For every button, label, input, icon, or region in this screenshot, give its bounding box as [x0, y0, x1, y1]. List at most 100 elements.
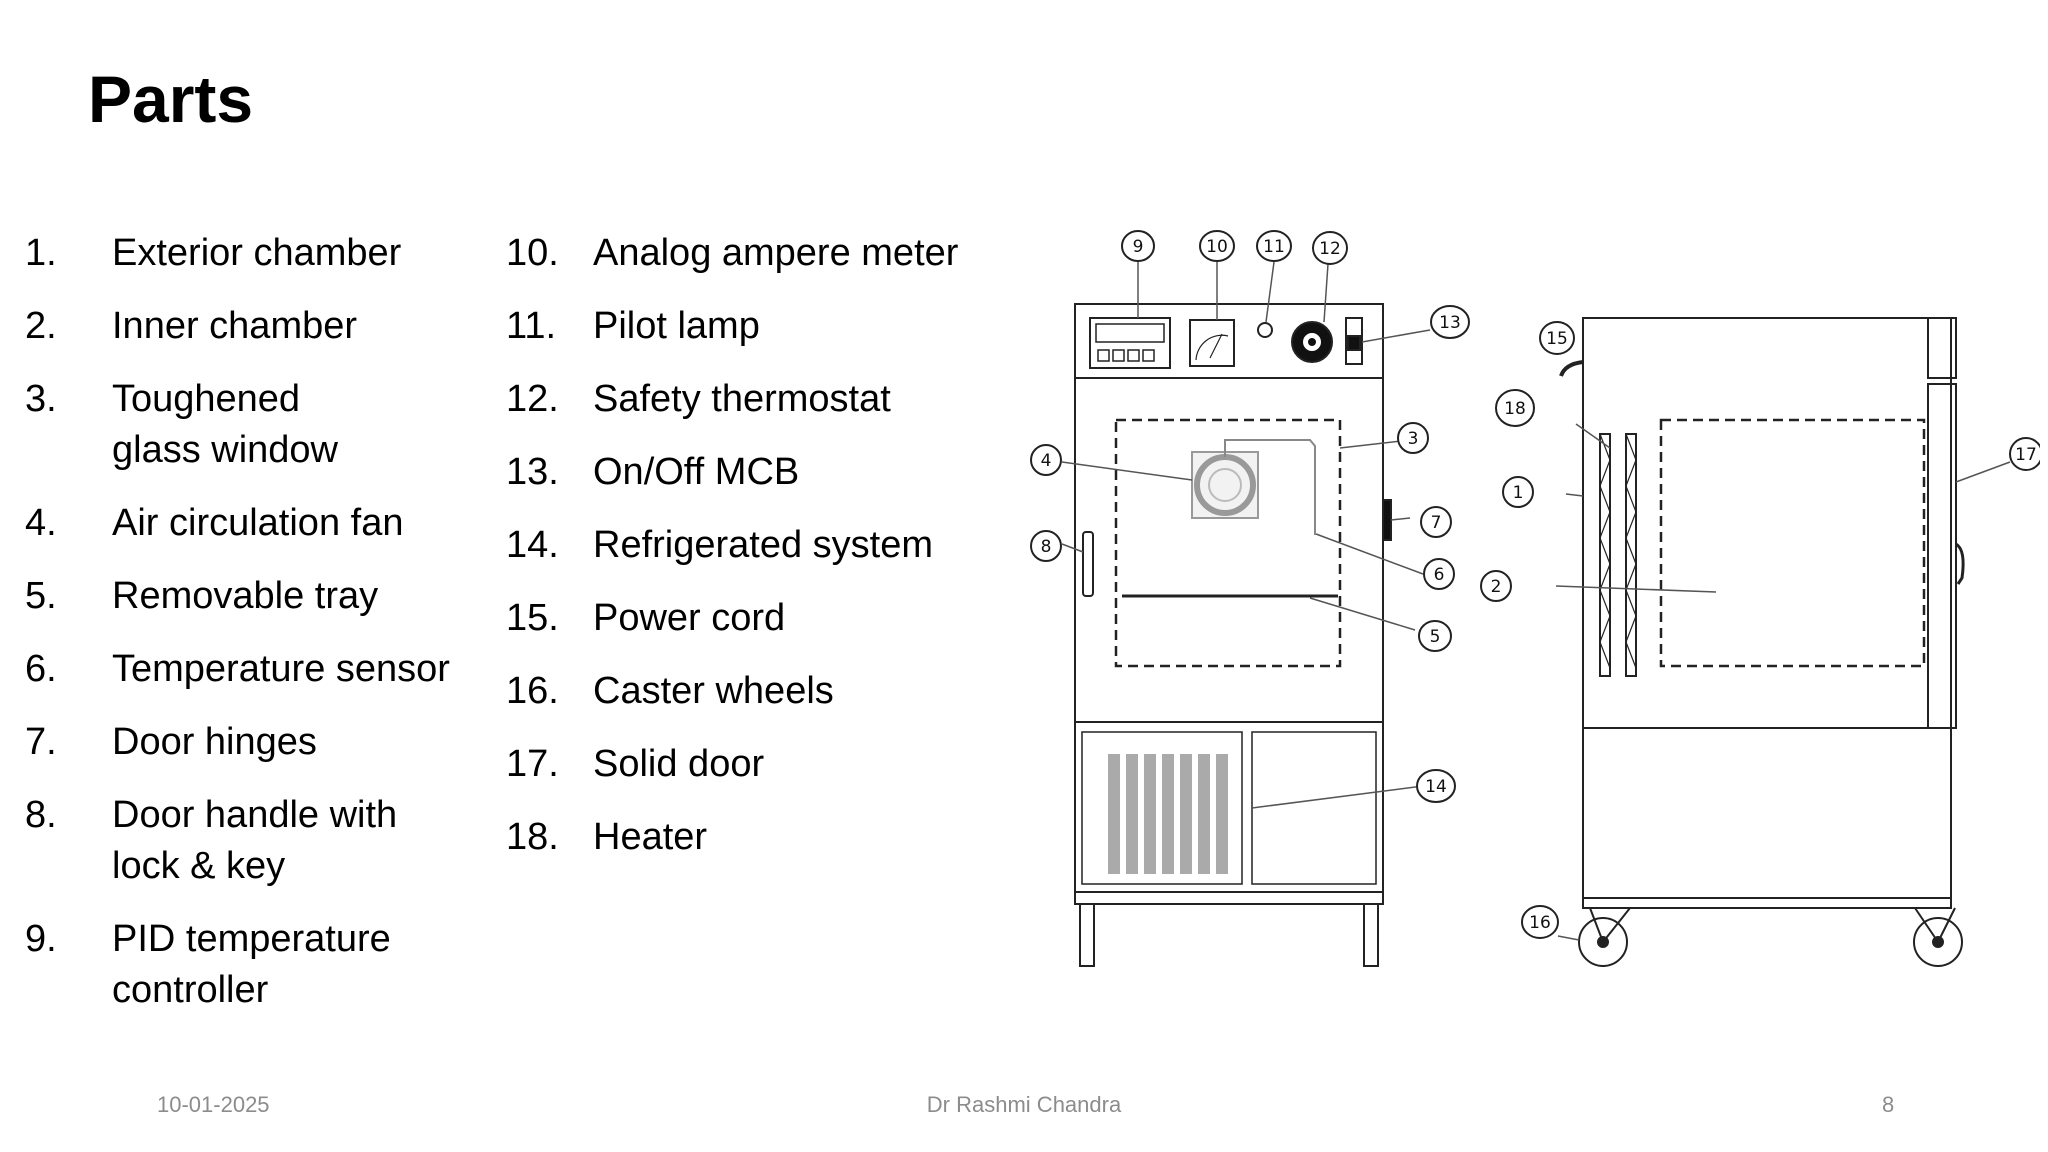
callout-10: 10 [1199, 230, 1235, 262]
footer-date: 10-01-2025 [157, 1092, 270, 1117]
callout-text: 16 [1529, 913, 1551, 933]
callout-8: 8 [1030, 530, 1062, 562]
pilot-lamp-icon [1257, 322, 1273, 338]
callout-text: 2 [1491, 577, 1502, 597]
callout-15: 15 [1539, 321, 1575, 355]
front-view [1074, 303, 1392, 967]
door-handle-icon [1082, 531, 1094, 597]
parts-list-left: 1. Exterior chamber 2.Inner chamber 3. Tou… [25, 228, 505, 1016]
fan-icon [1191, 451, 1259, 519]
part-number: 15. [506, 597, 559, 639]
part-label: Removable tray [112, 575, 379, 617]
part-item: 2.Inner chamber [25, 301, 505, 352]
callout-text: 10 [1206, 237, 1228, 257]
callout-text: 18 [1504, 399, 1526, 419]
callout-6: 6 [1423, 558, 1455, 590]
part-label: Air circulation fan [112, 502, 404, 544]
callout-3: 3 [1397, 422, 1429, 454]
part-label: Caster wheels [593, 670, 834, 712]
callout-17: 17 [2009, 437, 2040, 471]
part-number: 18. [506, 816, 559, 858]
part-number: 11. [506, 305, 557, 347]
callout-5: 5 [1418, 620, 1452, 652]
mcb-icon [1345, 317, 1363, 365]
callout-1: 1 [1502, 476, 1534, 508]
part-item: 4.Air circulation fan [25, 498, 505, 549]
callout-text: 11 [1263, 237, 1285, 257]
pid-controller-icon [1089, 317, 1171, 369]
power-cord-icon [1559, 360, 1584, 377]
callout-9: 9 [1121, 230, 1155, 262]
part-number: 17. [506, 743, 559, 785]
part-label: Analog ampere meter [593, 232, 959, 274]
callout-text: 8 [1041, 537, 1052, 557]
part-number: 10. [506, 232, 559, 274]
part-item: 6. Temperature sensor [25, 644, 505, 695]
part-label: PID temperature controller [112, 918, 391, 1011]
part-item: 7.Door hinges [25, 717, 505, 768]
heater-icon [1599, 433, 1611, 677]
part-number: 6. [25, 648, 57, 690]
chamber-diagram: 9 10 11 12 13 3 4 7 8 6 5 14 15 18 1 2 1… [1030, 230, 2040, 967]
part-number: 12. [506, 378, 559, 420]
slide-title: Parts [88, 62, 254, 136]
part-item: 18. Heater [506, 812, 1026, 863]
caster-wheel-icon [1363, 903, 1379, 967]
part-label: Refrigerated system [593, 524, 934, 566]
callout-text: 1 [1513, 483, 1524, 503]
part-label: Door hinges [112, 721, 317, 763]
callout-text: 7 [1431, 513, 1442, 533]
part-number: 8. [25, 794, 57, 836]
part-label: On/Off MCB [593, 451, 800, 493]
part-item: 11.Pilot lamp [506, 301, 1026, 352]
callout-text: 9 [1133, 237, 1144, 257]
callout-11: 11 [1256, 230, 1292, 262]
part-label: Safety thermostat [593, 378, 891, 420]
callout-7: 7 [1420, 506, 1452, 538]
leader-lines [1061, 261, 2011, 941]
refrigeration-compartment [1074, 721, 1384, 893]
callout-14: 14 [1416, 769, 1456, 803]
callout-text: 4 [1041, 451, 1052, 471]
part-number: 16. [506, 670, 559, 712]
part-label: Exterior chamber [112, 232, 402, 274]
part-number: 5. [25, 575, 57, 617]
part-number: 3. [25, 378, 57, 420]
callout-labels: 9 10 11 12 13 3 4 7 8 6 5 14 15 18 1 2 1… [1030, 230, 2040, 939]
part-label: Solid door [593, 743, 765, 785]
part-item: 8.Door handle with lock & key [25, 790, 445, 892]
part-label: Inner chamber [112, 305, 358, 347]
part-label: Heater [593, 816, 708, 858]
part-item: 13. On/Off MCB [506, 447, 1026, 498]
part-item: 1. Exterior chamber [25, 228, 505, 279]
caster-wheel-icon [1913, 917, 1963, 967]
inner-chamber [1114, 418, 1342, 668]
side-view [1559, 317, 1965, 967]
part-label: Toughened glass window [112, 378, 338, 471]
part-item: 15. Power cord [506, 593, 1026, 644]
callout-text: 13 [1439, 313, 1461, 333]
callout-text: 12 [1319, 239, 1341, 259]
caster-wheel-icon [1079, 903, 1095, 967]
callout-text: 5 [1430, 627, 1441, 647]
exterior-chamber [1074, 377, 1384, 723]
ampere-meter-icon [1189, 319, 1235, 367]
part-item: 9. PID temperature controller [25, 914, 415, 1016]
part-item: 14. Refrigerated system [506, 520, 1026, 571]
part-number: 1. [25, 232, 57, 274]
part-number: 9. [25, 918, 57, 960]
part-label: Power cord [593, 597, 786, 639]
part-item: 17. Solid door [506, 739, 1026, 790]
part-number: 14. [506, 524, 559, 566]
callout-12: 12 [1312, 231, 1348, 265]
parts-list-right: 10. Analog ampere meter 11.Pilot lamp 12.… [506, 228, 1026, 863]
part-item: 10. Analog ampere meter [506, 228, 1026, 279]
part-label: Temperature sensor [112, 648, 450, 690]
callout-text: 6 [1434, 565, 1445, 585]
part-number: 13. [506, 451, 559, 493]
callout-2: 2 [1480, 570, 1512, 602]
caster-wheel-icon [1578, 917, 1628, 967]
door-hinge-icon [1382, 499, 1392, 541]
footer-page-number: 8 [1882, 1092, 1895, 1117]
part-item: 5. Removable tray [25, 571, 505, 622]
